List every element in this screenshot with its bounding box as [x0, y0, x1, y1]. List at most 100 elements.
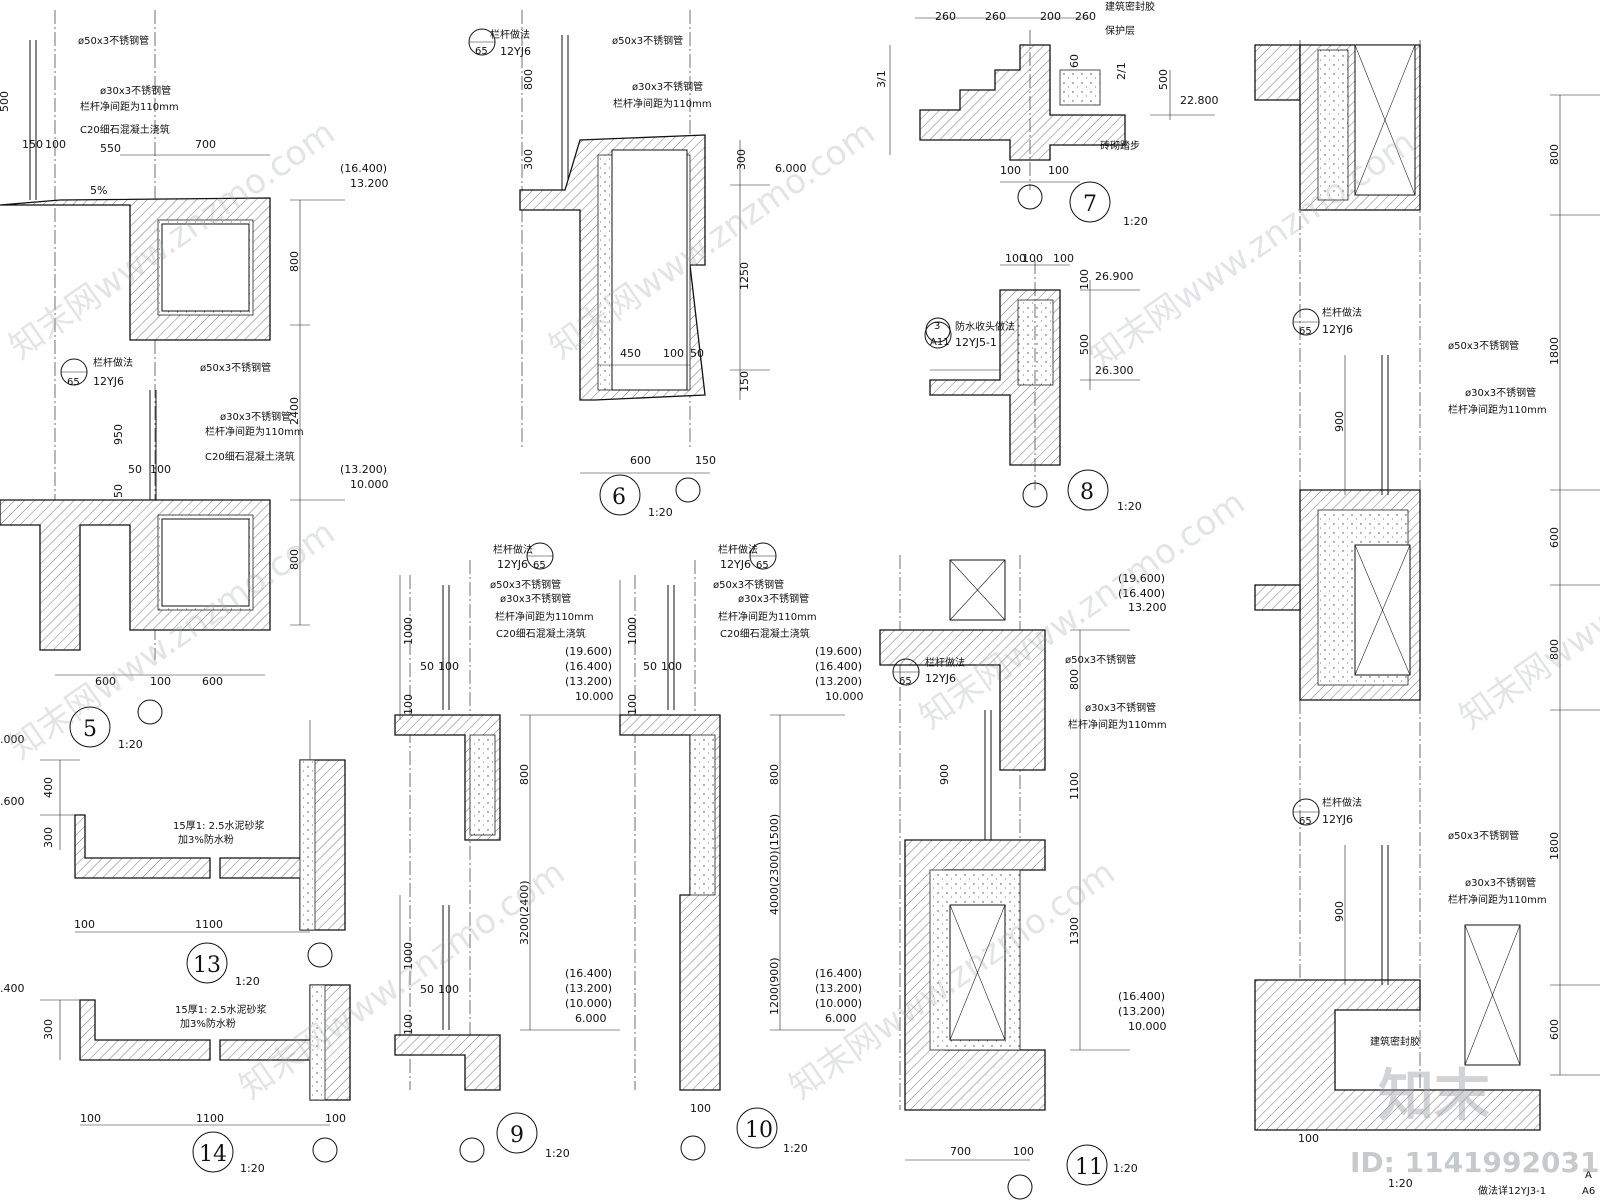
note: C20细石混凝土浇筑 — [205, 450, 295, 463]
svg-text:65: 65 — [756, 560, 769, 571]
dim: 1800 — [1548, 337, 1561, 365]
tag-number: 3 — [934, 321, 940, 332]
dim: 800 — [288, 251, 301, 272]
detail-6-labels: 栏杆做法 12YJ6 ø50x3不锈钢管 ø30x3不锈钢管 栏杆净间距为110… — [490, 28, 807, 519]
detail-number: 14 — [199, 1142, 227, 1167]
note: 做法详12YJ3-1 — [1478, 1184, 1546, 1197]
level: (13.200) — [1118, 1005, 1165, 1018]
level: (10.000) — [815, 997, 862, 1010]
note: 保护层 — [1105, 24, 1135, 37]
dim: 100 — [74, 918, 95, 931]
detail-14-labels: 15厚1: 2.5水泥砂浆 加3%防水粉 .400 300 100 1100 1… — [0, 982, 346, 1175]
dim: 600 — [202, 675, 223, 688]
level: 26.900 — [1095, 270, 1134, 283]
svg-text:65: 65 — [533, 560, 546, 571]
level: (13.200) — [565, 675, 612, 688]
level: (13.200) — [565, 982, 612, 995]
watermark-text: 知末网www.znzmo.com — [1452, 483, 1600, 738]
ref-tag-65: 65 — [526, 542, 554, 571]
level: 26.300 — [1095, 364, 1134, 377]
dim: 800 — [288, 549, 301, 570]
dim: 260 — [935, 10, 956, 23]
dim: 100 — [690, 1102, 711, 1115]
dim: 950 — [112, 424, 125, 445]
reference-tags: 65 65 65 65 65 65 65 — [60, 28, 1320, 827]
note: 栏杆净间距为110mm — [205, 425, 304, 438]
svg-text:65: 65 — [899, 676, 912, 687]
dim: 300 — [42, 827, 55, 848]
dim: 800 — [522, 69, 535, 90]
note: 12YJ6 — [497, 558, 528, 571]
dim: 50 — [420, 660, 434, 673]
level: (16.400) — [815, 660, 862, 673]
detail-9-labels: 栏杆做法 12YJ6 ø50x3不锈钢管 ø30x3不锈钢管 栏杆净间距为110… — [402, 543, 614, 1160]
dim: 1000 — [626, 617, 639, 645]
detail-6 — [519, 10, 770, 516]
dim: 100 — [1005, 252, 1026, 265]
dim: 1100 — [1068, 772, 1081, 800]
note: 栏杆净间距为110mm — [718, 610, 817, 623]
note: C20细石混凝土浇筑 — [80, 123, 170, 136]
watermark-text: 知末网www.znzmo.com — [1082, 123, 1422, 378]
dim: 2400 — [288, 397, 301, 425]
note: 栏杆净间距为110mm — [613, 97, 712, 110]
dim: 200 — [1040, 10, 1061, 23]
note: 加3%防水粉 — [180, 1017, 236, 1030]
level: 10.000 — [575, 690, 614, 703]
detail-number: 10 — [745, 1118, 773, 1143]
detail-scale: 1:20 — [1123, 215, 1148, 228]
detail-8-labels: 防水收头做法 12YJ5-1 3 A11 26.900 26.300 100 1… — [930, 252, 1142, 513]
note: ø50x3不锈钢管 — [78, 34, 149, 47]
note: 栏杆净间距为110mm — [80, 100, 179, 113]
tag-sheet: A11 — [930, 337, 950, 348]
detail-7-labels: 建筑密封胶 保护层 砖砌踏步 22.800 260 260 200 260 3/… — [875, 0, 1219, 228]
dim: 100 — [1048, 164, 1069, 177]
level: (13.200) — [815, 982, 862, 995]
note: 12YJ5-1 — [955, 336, 997, 349]
note: ø30x3不锈钢管 — [1465, 386, 1536, 399]
dim: 1800 — [1548, 832, 1561, 860]
dim: 100 — [438, 660, 459, 673]
level: (19.600) — [1118, 572, 1165, 585]
dim: 800 — [768, 764, 781, 785]
note: ø50x3不锈钢管 — [713, 578, 784, 591]
detail-7 — [889, 17, 1215, 223]
dim: 150 — [695, 454, 716, 467]
dim: 150 — [738, 371, 751, 392]
dim: 100 — [663, 347, 684, 360]
note: 砖砌踏步 — [1100, 139, 1140, 152]
detail-scale: 1:20 — [240, 1162, 265, 1175]
dim: 100 — [1000, 164, 1021, 177]
watermark-logo: 知末 — [1378, 1064, 1490, 1129]
detail-5-labels: ø50x3不锈钢管 ø30x3不锈钢管 栏杆净间距为110mm C20细石混凝土… — [0, 34, 389, 751]
note: 12YJ6 — [500, 45, 531, 58]
note: 加3%防水粉 — [178, 833, 234, 846]
level: (16.400) — [340, 162, 387, 175]
dim: 1100 — [195, 918, 223, 931]
level: 13.200 — [350, 177, 389, 190]
detail-12 — [1254, 40, 1600, 1131]
detail-10 — [619, 560, 845, 1161]
note: ø30x3不锈钢管 — [1085, 701, 1156, 714]
detail-5 — [0, 10, 345, 748]
note: 栏杆净间距为110mm — [1448, 893, 1547, 906]
dim: 300 — [522, 149, 535, 170]
svg-text:65: 65 — [1299, 816, 1312, 827]
dim: 900 — [938, 764, 951, 785]
dim: 550 — [100, 142, 121, 155]
note: 防水收头做法 — [955, 320, 1015, 333]
dim: 100 — [438, 983, 459, 996]
dim: 900 — [1333, 901, 1346, 922]
dim: 100 — [1053, 252, 1074, 265]
level: (16.400) — [815, 967, 862, 980]
dim: 100 — [402, 694, 415, 715]
detail-12-labels: 栏杆做法 12YJ6 ø50x3不锈钢管 ø30x3不锈钢管 栏杆净间距为110… — [1298, 144, 1595, 1197]
note: 建筑密封胶 — [1370, 1035, 1420, 1048]
dim: 100 — [150, 463, 171, 476]
note: ø50x3不锈钢管 — [612, 34, 683, 47]
note: 栏杆做法 — [1322, 306, 1362, 319]
level: (19.600) — [565, 645, 612, 658]
note: ø50x3不锈钢管 — [490, 578, 561, 591]
note: 栏杆做法 — [490, 28, 530, 41]
